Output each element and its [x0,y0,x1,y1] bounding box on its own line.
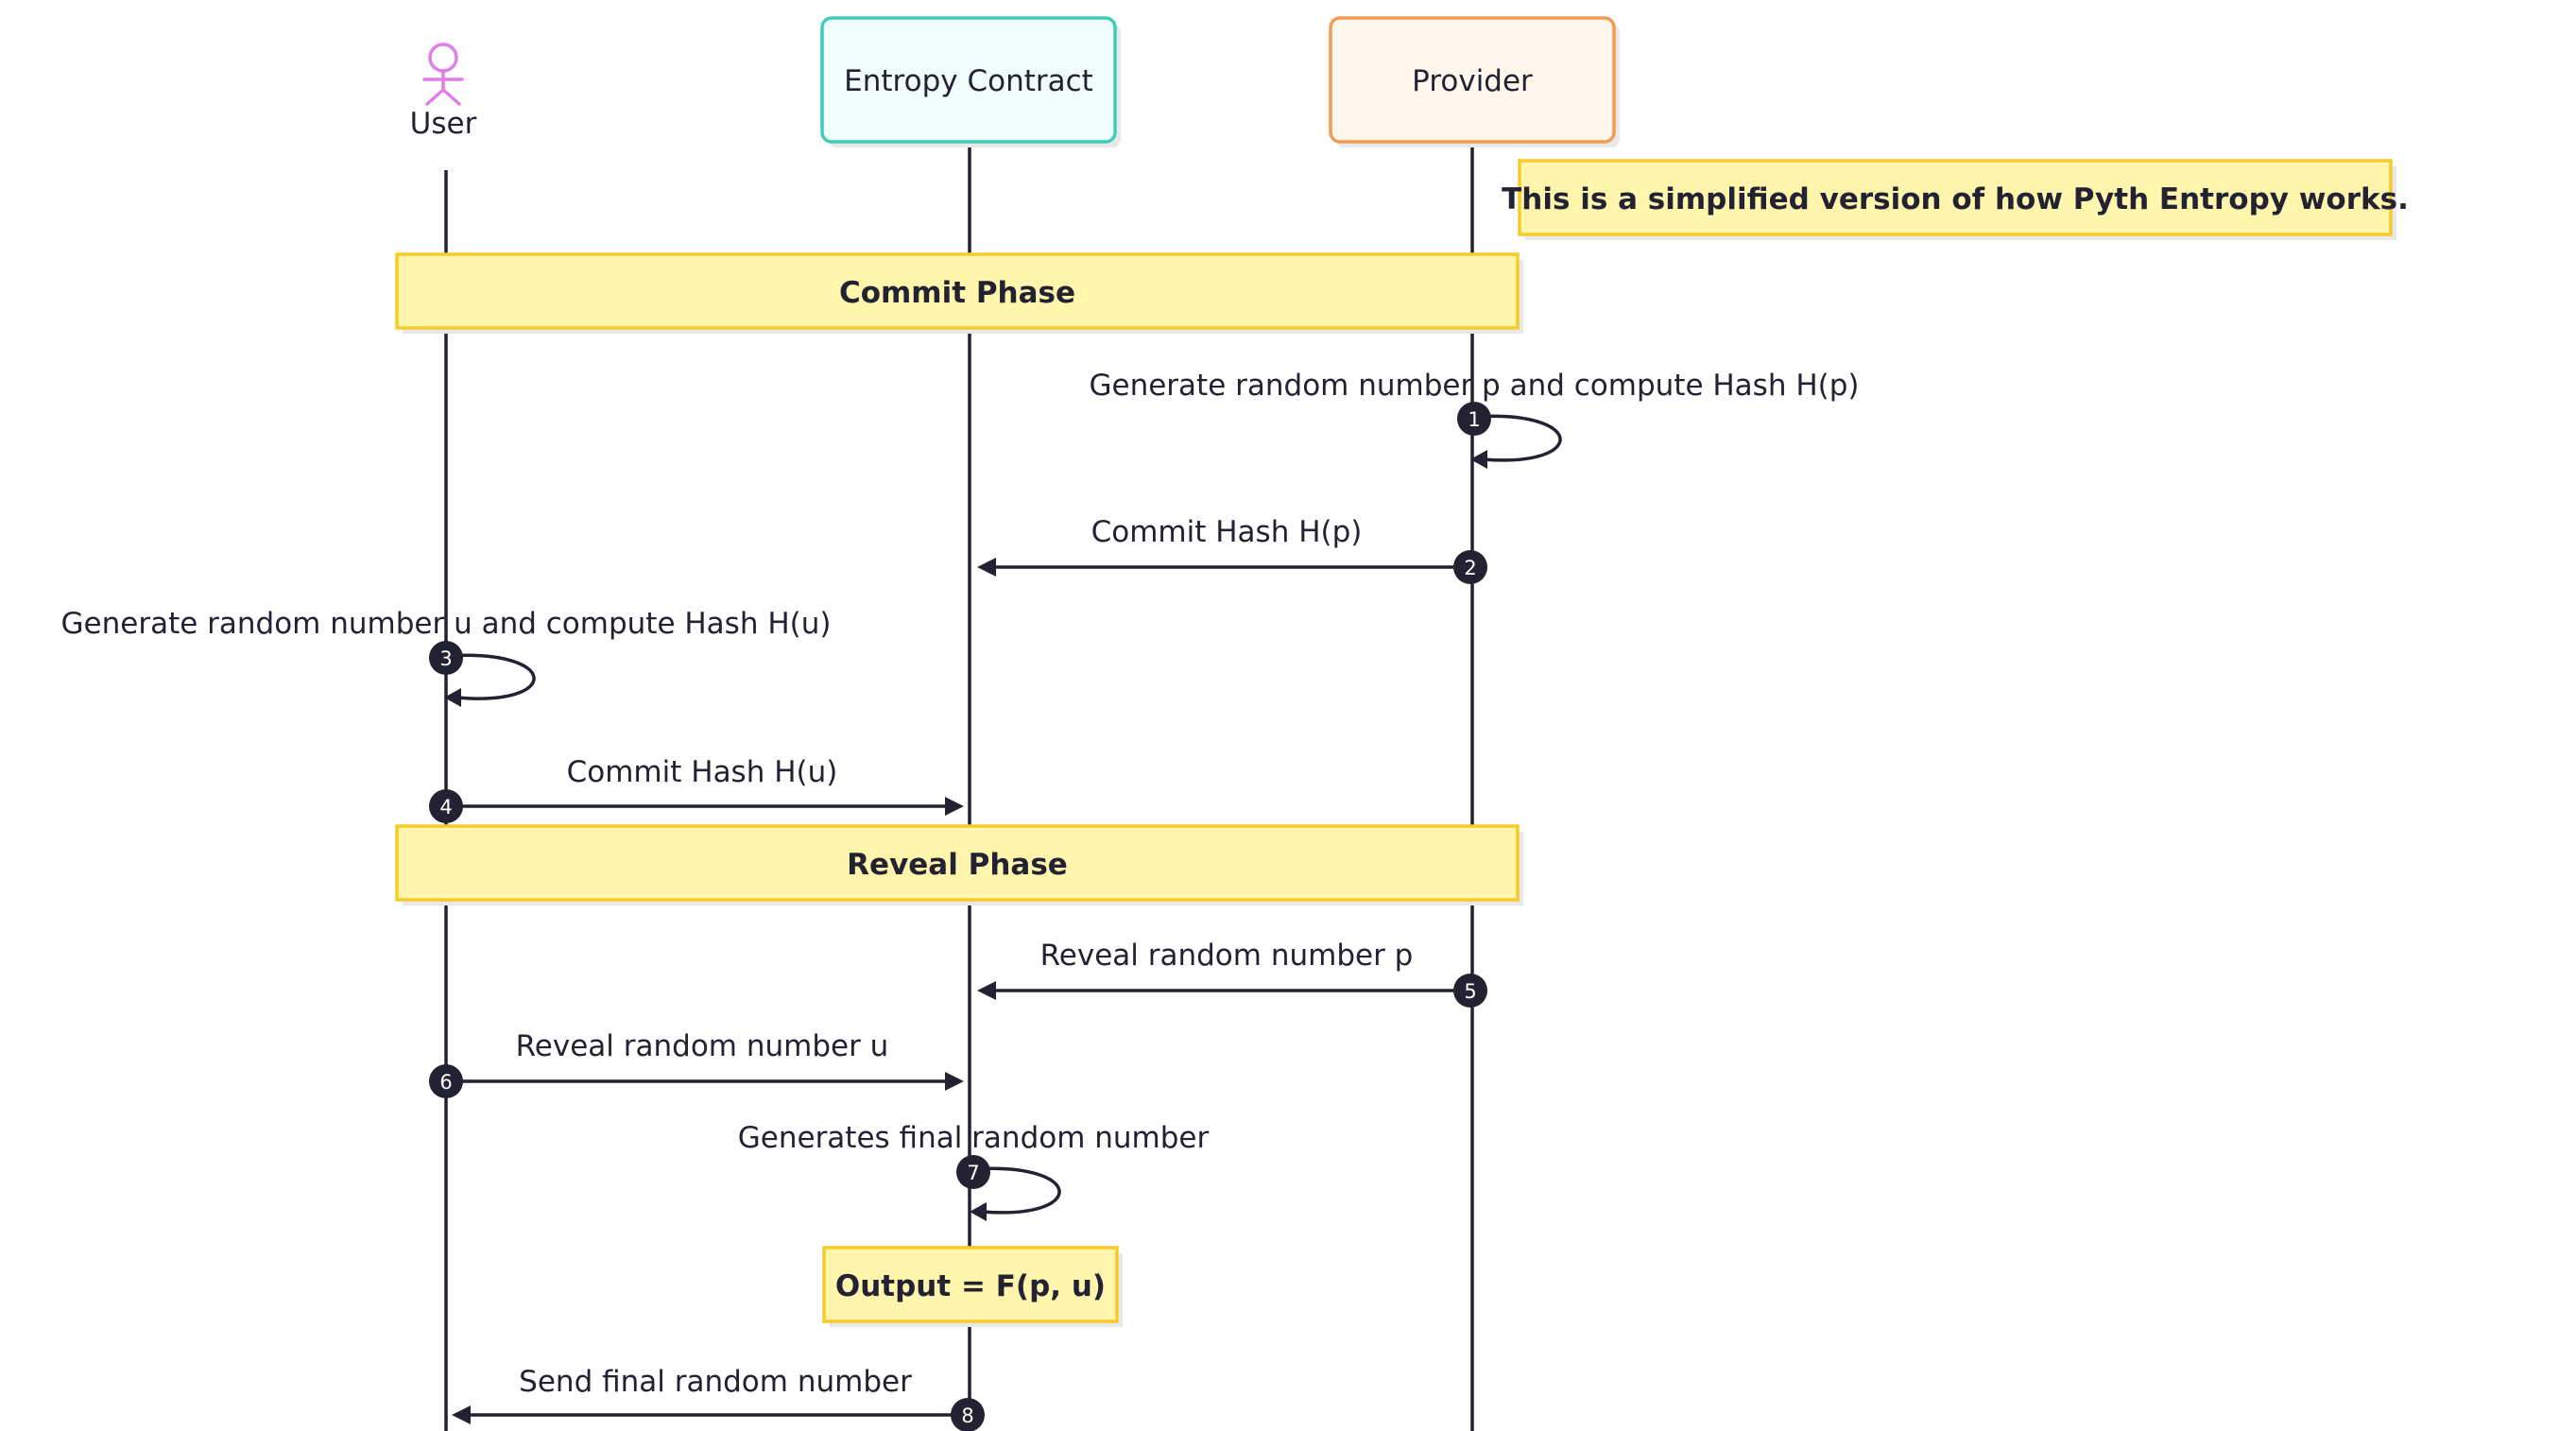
actor-entropy-contract-label: Entropy Contract [844,64,1093,98]
message-3: Generate random number u and compute Has… [61,607,832,707]
message-7-number: 7 [967,1162,979,1184]
stick-figure-icon [422,43,464,106]
message-6: Reveal random number u 6 [429,1029,964,1098]
message-7-label: Generates final random number [738,1121,1210,1155]
message-5: Reveal random number p 5 [977,939,1487,1008]
message-4: Commit Hash H(u) 4 [429,755,964,823]
message-4-number: 4 [439,796,452,819]
note-reveal-phase: Reveal Phase [395,824,1523,905]
message-2: Commit Hash H(p) 2 [977,515,1487,584]
actor-provider-label: Provider [1412,64,1533,98]
message-3-label: Generate random number u and compute Has… [61,607,832,641]
message-3-number: 3 [439,647,452,670]
message-2-label: Commit Hash H(p) [1091,515,1363,549]
message-8: Send final random number 8 [452,1365,985,1431]
message-2-number: 2 [1464,557,1476,579]
note-commit-phase-text: Commit Phase [839,276,1075,310]
message-1: Generate random number p and compute Has… [1089,369,1860,469]
note-commit-phase: Commit Phase [395,252,1523,334]
message-4-label: Commit Hash H(u) [567,755,838,789]
message-6-number: 6 [439,1071,452,1094]
note-reveal-phase-text: Reveal Phase [847,848,1068,882]
note-simplified-text: This is a simplified version of how Pyth… [1502,182,2409,216]
note-output: Output = F(p, u) [822,1246,1123,1327]
message-6-label: Reveal random number u [516,1029,889,1063]
actor-entropy-contract: Entropy Contract [820,16,1121,147]
note-output-text: Output = F(p, u) [835,1269,1106,1303]
actor-provider: Provider [1329,16,1620,147]
actor-user: User [410,43,477,141]
note-simplified: This is a simplified version of how Pyth… [1502,159,2409,240]
message-1-number: 1 [1468,408,1480,431]
message-1-label: Generate random number p and compute Has… [1089,369,1859,403]
message-8-label: Send final random number [519,1365,912,1399]
message-5-label: Reveal random number p [1040,939,1414,973]
message-8-number: 8 [961,1405,973,1427]
message-5-number: 5 [1464,980,1476,1003]
message-7: Generates final random number 7 [738,1121,1210,1221]
actor-user-label: User [410,107,477,141]
